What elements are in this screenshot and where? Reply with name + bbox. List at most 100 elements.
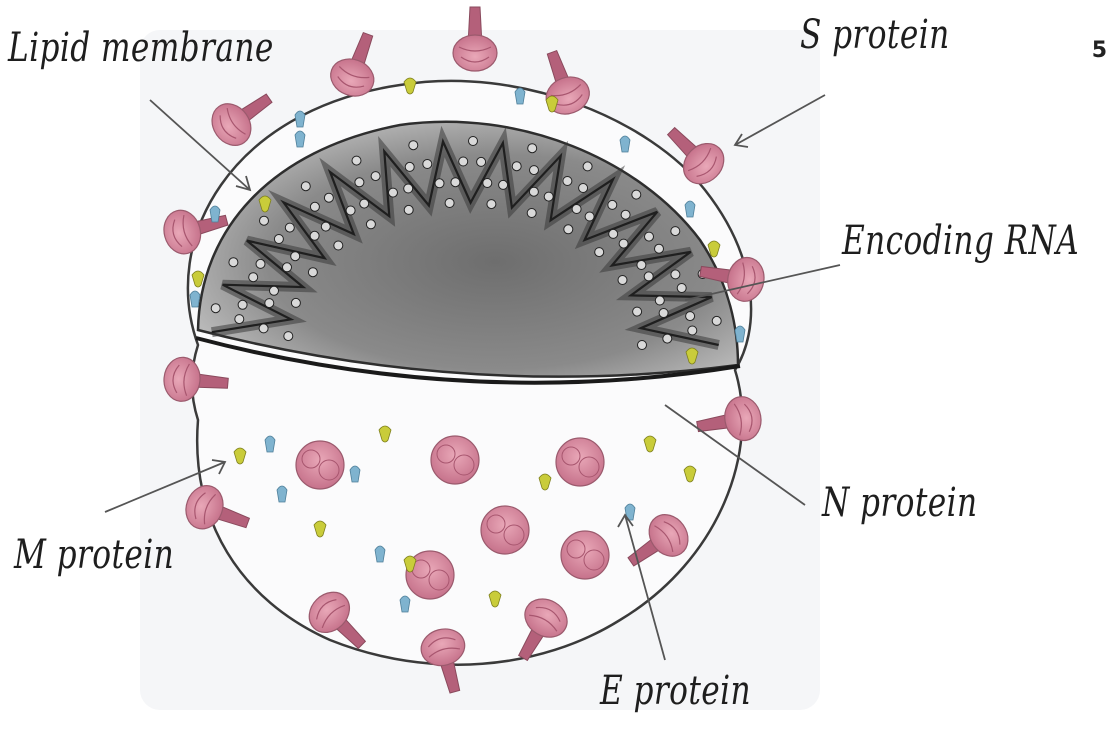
rna-segment [284, 332, 293, 341]
rna-segment [621, 210, 630, 219]
rna-segment [528, 144, 537, 153]
label-lipid-membrane: Lipid membrane [8, 25, 274, 71]
rna-segment [260, 216, 269, 225]
rna-segment [527, 209, 536, 218]
rna-segment [404, 205, 413, 214]
rna-segment [609, 229, 618, 238]
e-protein-glyph [295, 131, 305, 147]
rna-segment [249, 273, 258, 282]
rna-segment [360, 199, 369, 208]
label-s-protein: S protein [800, 12, 950, 58]
e-protein-glyph [210, 206, 220, 222]
rna-segment [677, 284, 686, 293]
rna-segment [637, 261, 646, 270]
rna-segment [301, 182, 310, 191]
rna-segment [655, 296, 664, 305]
rna-segment [366, 220, 375, 229]
n-protein-blob [481, 506, 529, 554]
e-protein-glyph [735, 326, 745, 342]
rna-segment [283, 263, 292, 272]
rna-segment [423, 160, 432, 169]
rna-segment [671, 227, 680, 236]
rna-segment [659, 309, 668, 318]
rna-segment [688, 326, 697, 335]
rna-segment [645, 232, 654, 241]
e-protein-glyph [190, 291, 200, 307]
rna-segment [595, 248, 604, 257]
rna-segment [512, 162, 521, 171]
rna-segment [451, 178, 460, 187]
rna-segment [404, 184, 413, 193]
label-n-protein: N protein [822, 480, 977, 526]
rna-segment [346, 206, 355, 215]
rna-segment [618, 276, 627, 285]
rna-segment [477, 157, 486, 166]
rna-segment [529, 187, 538, 196]
e-protein-glyph [620, 136, 630, 152]
n-protein-blob [431, 436, 479, 484]
rna-segment [409, 141, 418, 150]
rna-segment [274, 235, 283, 244]
rna-segment [663, 334, 672, 343]
e-protein-glyph [295, 111, 305, 127]
rna-segment [499, 180, 508, 189]
rna-segment [371, 172, 380, 181]
rna-segment [644, 272, 653, 281]
rna-segment [270, 286, 279, 295]
label-encoding-rna: Encoding RNA [842, 218, 1079, 264]
rna-segment [355, 178, 364, 187]
label-e-protein: E protein [600, 668, 751, 714]
corner-mark: 5 [1092, 38, 1107, 63]
rna-segment [483, 179, 492, 188]
rna-segment [321, 222, 330, 231]
rna-segment [633, 307, 642, 316]
e-protein-glyph [277, 486, 287, 502]
rna-segment [563, 177, 572, 186]
e-protein-glyph [265, 436, 275, 452]
e-protein-glyph [350, 466, 360, 482]
rna-segment [291, 298, 300, 307]
rna-segment [487, 200, 496, 209]
rna-segment [712, 316, 721, 325]
rna-segment [530, 166, 539, 175]
rna-segment [435, 179, 444, 188]
rna-segment [544, 192, 553, 201]
rna-segment [564, 225, 573, 234]
rna-segment [334, 241, 343, 250]
rna-segment [256, 259, 265, 268]
rna-segment [229, 258, 238, 267]
rna-segment [655, 244, 664, 253]
e-protein-glyph [375, 546, 385, 562]
rna-segment [235, 315, 244, 324]
n-protein-blob [556, 438, 604, 486]
rna-segment [291, 252, 300, 261]
rna-segment [352, 156, 361, 165]
rna-segment [310, 202, 319, 211]
rna-segment [310, 231, 319, 240]
rna-segment [308, 268, 317, 277]
rna-segment [238, 300, 247, 309]
rna-segment [389, 188, 398, 197]
rna-segment [405, 162, 414, 171]
rna-segment [259, 324, 268, 333]
rna-segment [572, 205, 581, 214]
rna-segment [324, 193, 333, 202]
rna-segment [638, 341, 647, 350]
rna-segment [265, 299, 274, 308]
rna-segment [285, 223, 294, 232]
spike-head [453, 35, 497, 71]
rna-segment [469, 137, 478, 146]
e-protein-glyph [685, 201, 695, 217]
e-protein-glyph [400, 596, 410, 612]
n-protein-blob [296, 441, 344, 489]
e-protein-glyph [515, 88, 525, 104]
rna-segment [619, 239, 628, 248]
rna-segment [445, 199, 454, 208]
rna-segment [632, 190, 641, 199]
rna-segment [686, 312, 695, 321]
rna-segment [211, 304, 220, 313]
rna-segment [585, 212, 594, 221]
rna-segment [671, 270, 680, 279]
